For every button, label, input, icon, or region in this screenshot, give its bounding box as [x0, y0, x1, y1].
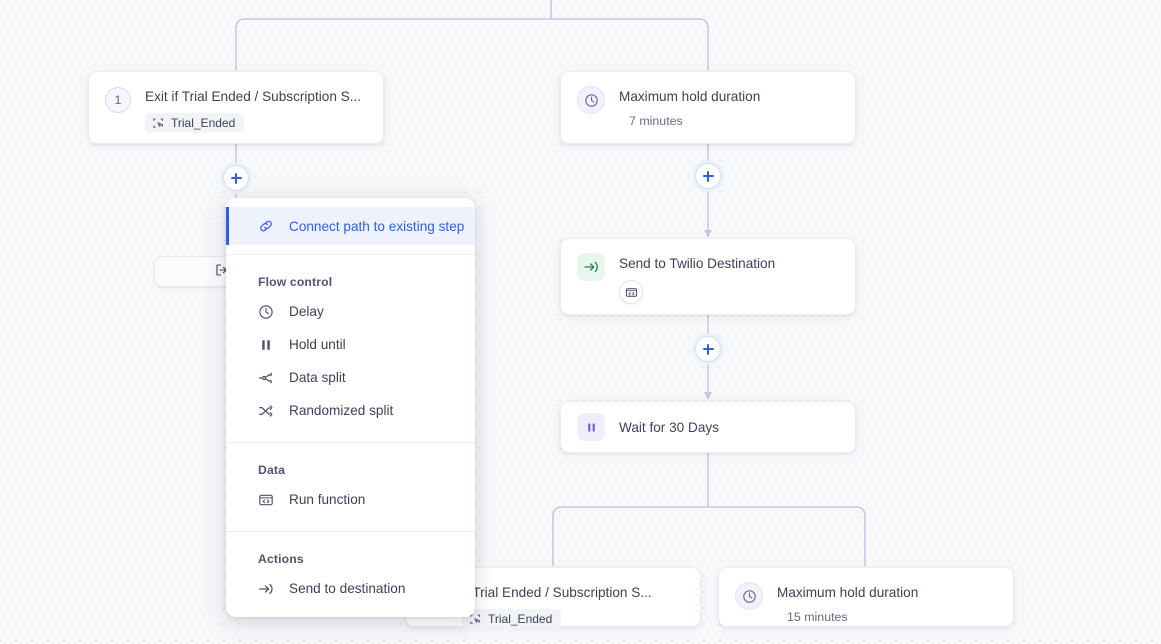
- node-maximum-hold-duration-7min[interactable]: Maximum hold duration 7 minutes: [560, 71, 856, 144]
- menu-group-actions: Actions Send to destination: [226, 532, 475, 617]
- code-icon: [619, 280, 643, 304]
- menu-item-delay[interactable]: Delay: [226, 295, 475, 328]
- clock-icon: [577, 86, 605, 114]
- menu-item-label: Randomized split: [289, 403, 394, 418]
- node-title: Send to Twilio Destination: [619, 256, 776, 271]
- menu-section-label: Data: [258, 463, 286, 477]
- menu-divider: [226, 531, 475, 532]
- step-number-badge: 1: [105, 87, 131, 113]
- add-step-left-button[interactable]: [223, 165, 249, 191]
- node-title: Maximum hold duration: [619, 89, 761, 104]
- add-step-right-top-button[interactable]: [695, 163, 721, 189]
- selection-cursor-icon: [152, 117, 165, 130]
- node-tag: Trial_Ended: [462, 609, 562, 629]
- menu-section-label: Flow control: [258, 275, 333, 289]
- menu-top-padding: [226, 198, 475, 207]
- menu-divider: [226, 254, 475, 255]
- node-wait-for-30-days[interactable]: Wait for 30 Days: [560, 401, 856, 453]
- menu-item-label: Hold until: [289, 337, 346, 352]
- menu-item-connect-path-to-existing-step[interactable]: Connect path to existing step: [226, 207, 475, 245]
- menu-item-label: Data split: [289, 370, 346, 385]
- menu-group-flow-control: Flow control Delay Hold until: [226, 255, 475, 442]
- node-title: Wait for 30 Days: [619, 419, 719, 435]
- menu-item-run-function[interactable]: Run function: [226, 483, 475, 516]
- menu-divider: [226, 442, 475, 443]
- add-step-right-middle-button[interactable]: [695, 336, 721, 362]
- node-title: Maximum hold duration: [777, 585, 919, 600]
- node-tag: Trial_Ended: [145, 113, 245, 133]
- menu-section-header: Actions: [226, 532, 475, 572]
- clock-icon: [735, 582, 763, 610]
- node-exit-if-trial-ended-top[interactable]: 1 Exit if Trial Ended / Subscription S..…: [88, 71, 384, 144]
- menu-item-label: Run function: [289, 492, 366, 507]
- node-maximum-hold-duration-15min[interactable]: Maximum hold duration 15 minutes: [718, 567, 1014, 627]
- node-subtitle: 7 minutes: [629, 114, 683, 128]
- menu-section-label: Actions: [258, 552, 304, 566]
- node-title: Exit if Trial Ended / Subscription S...: [145, 89, 362, 104]
- menu-group-data: Data Run function: [226, 443, 475, 531]
- menu-item-label: Connect path to existing step: [289, 218, 465, 234]
- data-split-icon: [258, 370, 274, 386]
- clock-icon: [258, 304, 274, 320]
- menu-item-send-to-destination[interactable]: Send to destination: [226, 572, 475, 605]
- add-step-menu[interactable]: Connect path to existing step Flow contr…: [226, 198, 475, 617]
- node-tag-label: Trial_Ended: [171, 116, 236, 130]
- node-subtitle: 15 minutes: [787, 610, 848, 624]
- menu-section-header: Flow control: [226, 255, 475, 295]
- menu-item-label: Delay: [289, 304, 324, 319]
- menu-item-randomized-split[interactable]: Randomized split: [226, 394, 475, 427]
- randomized-split-icon: [258, 403, 274, 419]
- pause-icon: [577, 413, 605, 441]
- pause-icon: [258, 337, 274, 353]
- node-send-to-twilio-destination[interactable]: Send to Twilio Destination: [560, 238, 856, 315]
- code-window-icon: [258, 492, 274, 508]
- node-tag-label: Trial_Ended: [488, 612, 553, 626]
- arrow-into-icon: [258, 581, 274, 597]
- link-icon: [258, 218, 274, 234]
- send-to-destination-icon: [577, 253, 605, 281]
- menu-section-header: Data: [226, 443, 475, 483]
- menu-item-label: Send to destination: [289, 581, 406, 596]
- node-title: if Trial Ended / Subscription S...: [462, 585, 652, 600]
- menu-item-hold-until[interactable]: Hold until: [226, 328, 475, 361]
- menu-item-data-split[interactable]: Data split: [226, 361, 475, 394]
